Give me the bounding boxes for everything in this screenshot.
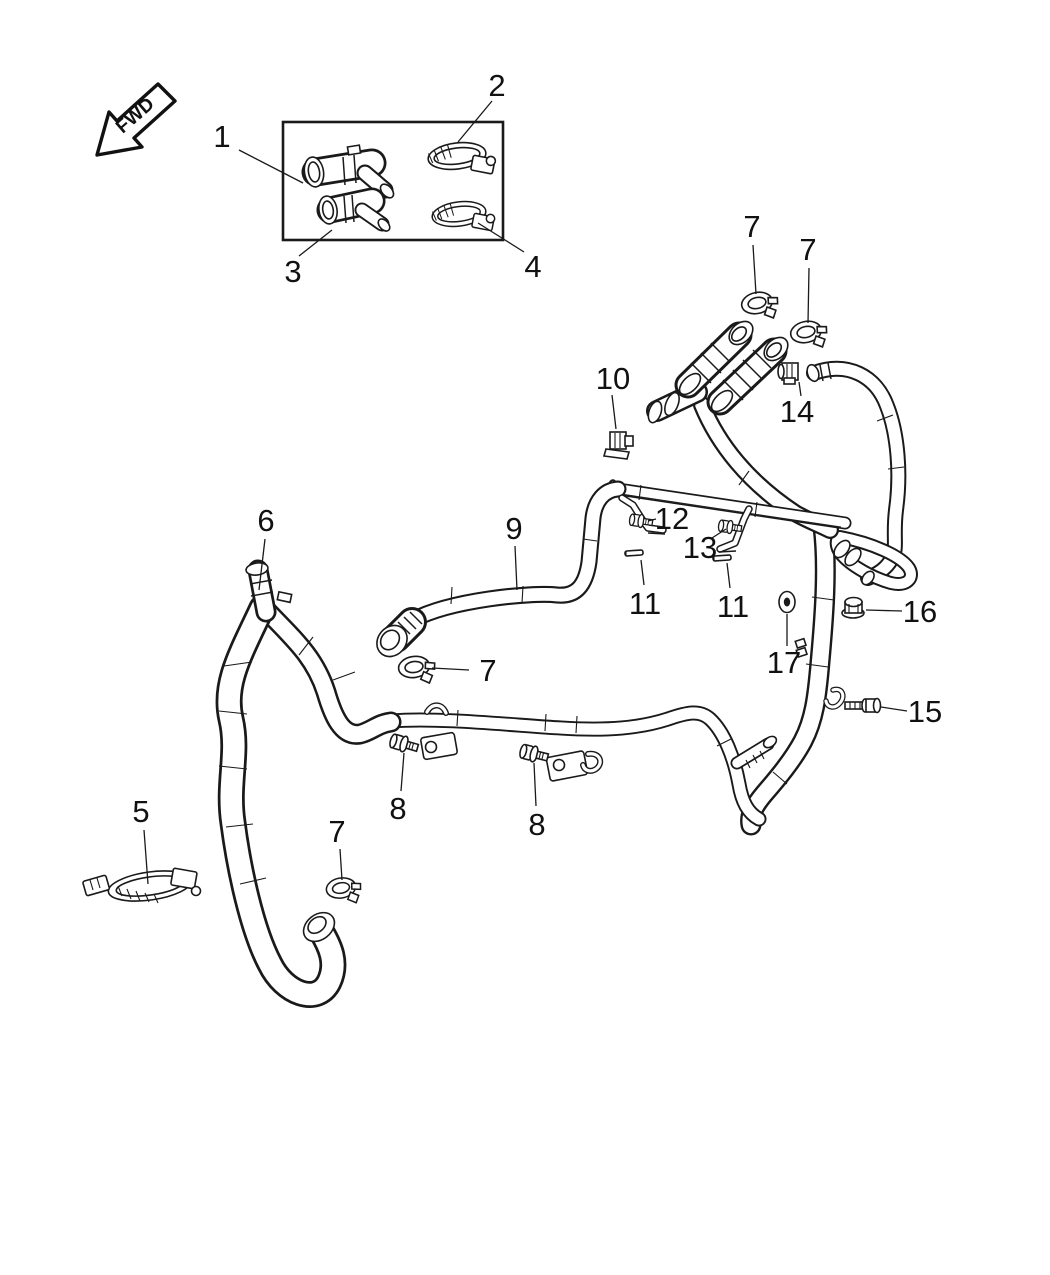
- pin-11-right: [712, 554, 732, 562]
- leader-line-7a: [752, 244, 757, 295]
- leader-line-6: [258, 538, 266, 591]
- twin-hose-cluster: [646, 320, 789, 424]
- leader-line-11b: [726, 562, 731, 589]
- bracket-8-right: [545, 750, 604, 782]
- clamp-5: [82, 867, 202, 904]
- clamp-7-top-left: [738, 287, 783, 325]
- leader-line-15: [880, 706, 908, 712]
- part-1-t-fitting: [302, 144, 395, 199]
- leader-line-16: [865, 609, 903, 612]
- heater-hose-9: [376, 489, 618, 658]
- callout-5: 5: [132, 794, 149, 829]
- junction-loop: [831, 537, 911, 587]
- clamp-7-middle: [396, 652, 439, 688]
- front-down-hose: [702, 405, 830, 530]
- bracket-8-left: [420, 702, 458, 761]
- leader-line-12: [647, 518, 657, 522]
- bracket-15-hook: [823, 686, 846, 710]
- bottom-tube: [392, 710, 778, 819]
- leader-line-3: [298, 229, 333, 257]
- clamp-7-top-right: [787, 316, 832, 354]
- callout-12: 12: [655, 501, 689, 536]
- callout-7d: 7: [328, 814, 345, 849]
- callout-8a: 8: [389, 791, 406, 826]
- leader-line-10: [611, 394, 617, 430]
- callout-9: 9: [505, 511, 522, 546]
- callout-3: 3: [284, 254, 301, 289]
- arc-hose: [805, 363, 904, 578]
- parts-box: [281, 120, 505, 242]
- fwd-arrow-outline: [95, 82, 177, 157]
- part-3-elbow-fitting: [317, 195, 391, 232]
- callout-17: 17: [767, 645, 801, 680]
- callout-11b: 11: [717, 589, 749, 624]
- leader-line-5: [143, 829, 149, 885]
- callout-4: 4: [524, 249, 541, 284]
- leader-line-8a: [400, 752, 405, 792]
- callout-11a: 11: [629, 586, 661, 621]
- leader-line-7d: [339, 848, 343, 881]
- part-4-hose-clamp: [430, 197, 497, 239]
- rear-vertical-tube: [751, 527, 834, 825]
- leader-line-9: [514, 545, 518, 591]
- leader-line-11a: [640, 559, 645, 586]
- callout-8b: 8: [528, 807, 545, 842]
- bolt-15: [844, 697, 882, 714]
- callout-13: 13: [683, 530, 717, 565]
- leader-line-4: [477, 222, 525, 253]
- parts-box-frame: [281, 120, 505, 242]
- callout-7b: 7: [799, 232, 816, 267]
- callout-1: 1: [213, 119, 230, 154]
- callout-7c: 7: [479, 653, 496, 688]
- bolt-8-right: [517, 742, 551, 766]
- hose-assembly: [82, 287, 911, 995]
- part-2-hose-clamp: [425, 137, 498, 183]
- leader-line-7b: [807, 267, 810, 324]
- fwd-arrow: FWD: [95, 82, 177, 157]
- leader-line-1: [238, 149, 304, 184]
- clip-10: [602, 431, 634, 460]
- callout-10: 10: [596, 361, 630, 396]
- leader-line-2: [457, 100, 493, 143]
- washer-17: [778, 590, 796, 614]
- callout-15: 15: [908, 694, 942, 729]
- clamp-tab-vertical-tube: [794, 637, 808, 659]
- bolt-8-left: [387, 731, 421, 757]
- leader-line-7c: [431, 667, 470, 671]
- callout-7a: 7: [743, 209, 760, 244]
- clamp-7-bottom: [324, 873, 365, 909]
- fitting-14: [777, 362, 799, 385]
- heater-hose-6: [219, 562, 391, 995]
- pin-11-left: [624, 549, 644, 557]
- callout-2: 2: [488, 68, 505, 103]
- callout-6: 6: [257, 503, 274, 538]
- leader-line-13: [711, 528, 727, 539]
- leader-line-8b: [533, 762, 537, 807]
- nut-16: [841, 596, 865, 619]
- callout-16: 16: [903, 594, 937, 629]
- callout-14: 14: [780, 394, 814, 429]
- leader-line-14: [798, 381, 802, 397]
